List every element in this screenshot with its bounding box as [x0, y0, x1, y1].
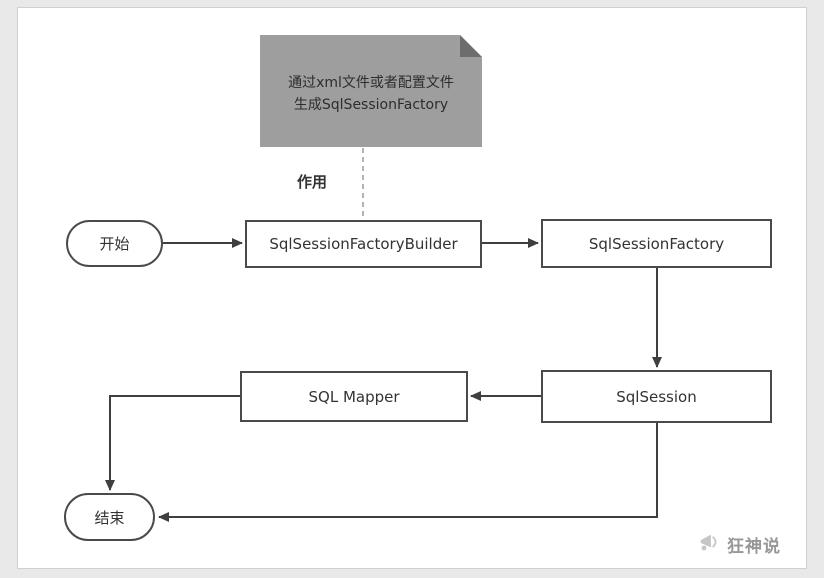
node-end-label: 结束 [94, 508, 125, 527]
node-sqlsession: SqlSession [541, 370, 772, 423]
watermark: 狂神说 [698, 530, 781, 558]
node-factory-label: SqlSessionFactory [588, 234, 725, 253]
note-sticky: 通过xml文件或者配置文件 生成SqlSessionFactory [260, 35, 482, 147]
node-sqlsessionfactorybuilder: SqlSessionFactoryBuilder [245, 220, 482, 268]
node-mapper-label: SQL Mapper [308, 387, 400, 406]
note-line-1: 通过xml文件或者配置文件 [288, 75, 454, 91]
node-session-label: SqlSession [616, 387, 697, 406]
node-start-label: 开始 [99, 235, 130, 253]
note-line-2: 生成SqlSessionFactory [293, 97, 449, 113]
node-end: 结束 [64, 493, 155, 541]
node-sqlsessionfactory: SqlSessionFactory [541, 219, 772, 268]
node-start: 开始 [66, 220, 163, 267]
node-sqlmapper: SQL Mapper [240, 371, 468, 422]
node-builder-label: SqlSessionFactoryBuilder [269, 235, 458, 253]
megaphone-logo-icon [698, 530, 722, 558]
action-label: 作用 [297, 173, 328, 191]
watermark-text: 狂神说 [727, 536, 781, 557]
